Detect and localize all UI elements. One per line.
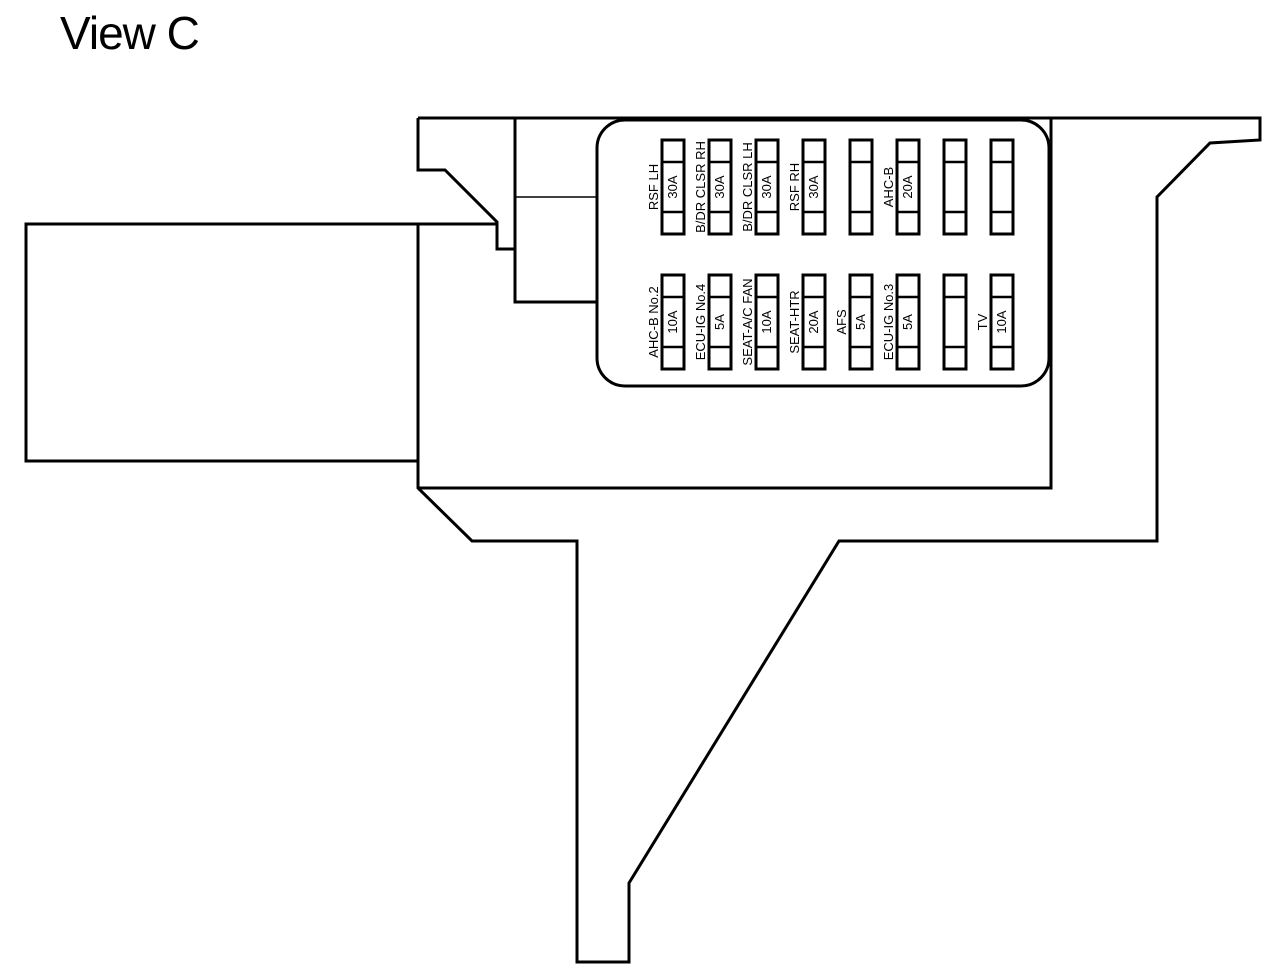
fuse-bottom-5: 5A AFS <box>834 273 874 371</box>
fuse-amperage: 10A <box>994 310 1009 333</box>
fuse-amperage: 5A <box>853 314 868 330</box>
fuse-label: RSF LH <box>646 164 661 210</box>
fuse-amperage: 30A <box>712 175 727 198</box>
view-title: View C <box>60 7 200 59</box>
fuse-body <box>660 138 686 236</box>
fuse-bottom-2: 5A ECU-IG No.4 <box>693 273 733 371</box>
fuse-body <box>942 138 968 236</box>
fuse-body <box>660 273 686 371</box>
fuse-body <box>989 273 1015 371</box>
fuse-bottom-8: 10A TV <box>975 273 1015 371</box>
fuse-amperage: 10A <box>665 310 680 333</box>
fuse-bottom-4: 20A SEAT-HTR <box>787 273 827 371</box>
fuse-bottom-1: 10A AHC-B No.2 <box>646 273 686 371</box>
fuse-label: B/DR CLSR LH <box>740 142 755 232</box>
fuse-label: SEAT-HTR <box>787 290 802 353</box>
fuse-label: ECU-IG No.3 <box>881 284 896 361</box>
fuse-amperage: 30A <box>759 175 774 198</box>
fuse-label: AHC-B <box>881 167 896 207</box>
fuse-body <box>895 273 921 371</box>
fuse-label: AHC-B No.2 <box>646 286 661 358</box>
fuse-bottom-6: 5A ECU-IG No.3 <box>881 273 921 371</box>
fuse-amperage: 30A <box>665 175 680 198</box>
fuse-top-2: 30A B/DR CLSR RH <box>693 138 733 236</box>
fuse-body <box>801 138 827 236</box>
fuse-top-4: 30A RSF RH <box>787 138 827 236</box>
fuse-top-7 <box>942 138 968 236</box>
fuse-amperage: 20A <box>806 310 821 333</box>
fuse-label: ECU-IG No.4 <box>693 284 708 361</box>
fuse-amperage: 30A <box>806 175 821 198</box>
housing-outline <box>416 116 1262 964</box>
fuse-top-1: 30A RSF LH <box>646 138 686 236</box>
fuse-body <box>848 138 874 236</box>
housing-notch <box>416 118 515 251</box>
fuse-label: TV <box>975 313 990 330</box>
fuse-top-8 <box>989 138 1015 236</box>
fuse-amperage: 5A <box>900 314 915 330</box>
fuse-body <box>801 273 827 371</box>
fuse-body <box>989 138 1015 236</box>
fuse-body <box>707 273 733 371</box>
fuse-block-base <box>418 118 1053 490</box>
fuse-body <box>895 138 921 236</box>
fuse-top-3: 30A B/DR CLSR LH <box>740 138 780 236</box>
fuse-panel <box>595 118 1051 388</box>
fuse-body <box>754 138 780 236</box>
fuse-body <box>707 138 733 236</box>
fuse-bottom-7 <box>942 273 968 371</box>
fuse-amperage: 5A <box>712 314 727 330</box>
fuse-amperage: 20A <box>900 175 915 198</box>
fuse-top-6: 20A AHC-B <box>881 138 921 236</box>
left-connector-block <box>24 222 420 463</box>
fuse-label: RSF RH <box>787 163 802 211</box>
fuse-bottom-3: 10A SEAT-A/C FAN <box>740 273 780 371</box>
fuse-label: AFS <box>834 309 849 335</box>
fuse-amperage: 10A <box>759 310 774 333</box>
fuse-top-5 <box>848 138 874 236</box>
fuse-label: SEAT-A/C FAN <box>740 278 755 365</box>
fuse-body <box>942 273 968 371</box>
fuse-body <box>848 273 874 371</box>
fuse-label: B/DR CLSR RH <box>693 141 708 233</box>
fuse-body <box>754 273 780 371</box>
relay-slot <box>513 118 597 304</box>
